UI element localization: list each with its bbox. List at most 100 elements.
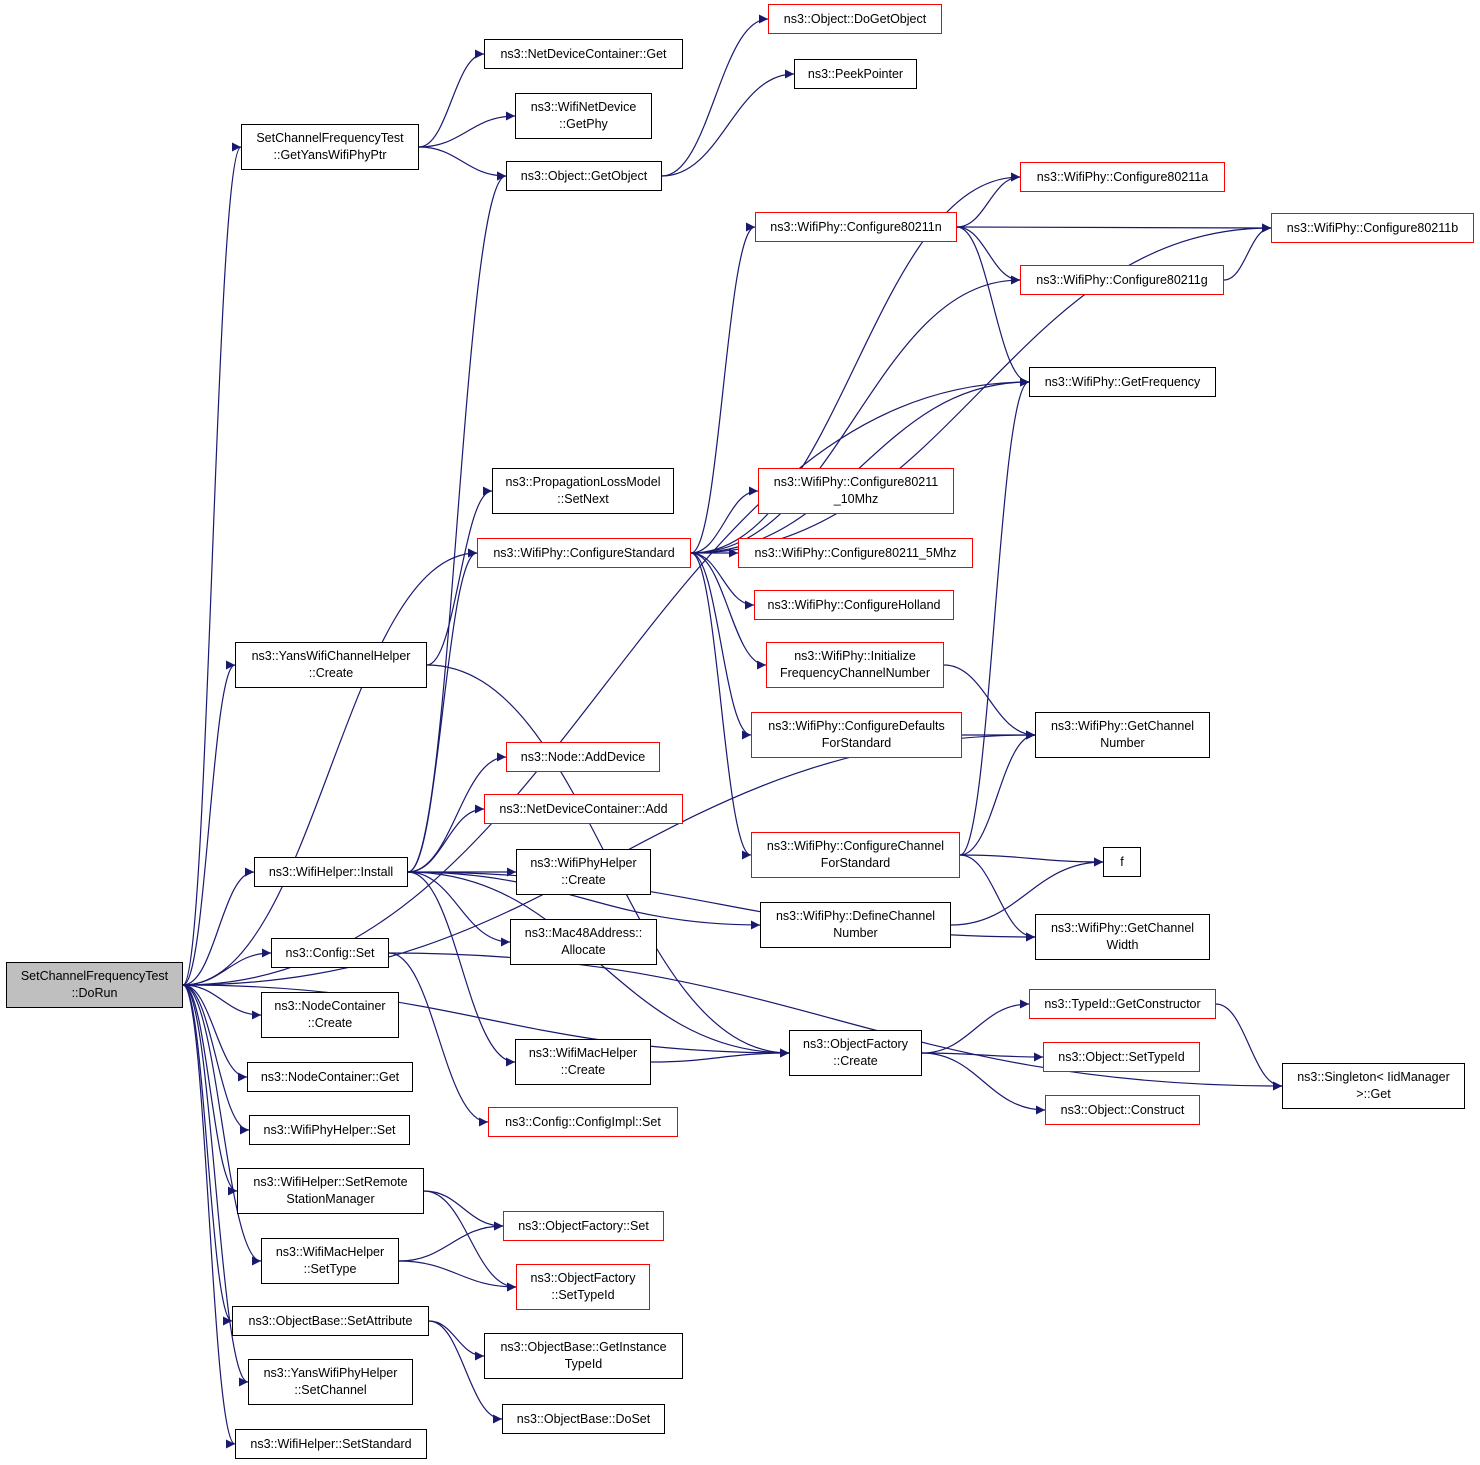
node-mac48[interactable]: ns3::Mac48Address::Allocate	[510, 919, 657, 965]
node-root[interactable]: SetChannelFrequencyTest::DoRun	[6, 962, 183, 1008]
edge-setremote-to-of_settypeid	[423, 1190, 517, 1292]
node-cfg11g[interactable]: ns3::WifiPhy::Configure80211g	[1020, 265, 1224, 295]
edge-of_create-to-obj_construct	[921, 1052, 1046, 1115]
node-label-line: ::Create	[560, 1063, 606, 1077]
edge-cfgstd-to-cfg11n	[690, 222, 756, 554]
node-wnd-getphy[interactable]: ns3::WifiNetDevice::GetPhy	[515, 93, 652, 139]
node-configimpl-set[interactable]: ns3::Config::ConfigImpl::Set	[488, 1107, 678, 1137]
node-label-line: ns3::WifiPhyHelper::Set	[263, 1122, 396, 1137]
node-label-line: ns3::TypeId::GetConstructor	[1044, 996, 1201, 1011]
node-wmh-create[interactable]: ns3::WifiMacHelper::Create	[515, 1039, 651, 1085]
edge-cfgchan-to-f	[959, 854, 1104, 867]
node-yans-setchan[interactable]: ns3::YansWifiPhyHelper::SetChannel	[248, 1359, 413, 1405]
node-wifihelper-install[interactable]: ns3::WifiHelper::Install	[254, 857, 408, 887]
node-label-line: ns3::NodeContainer	[274, 999, 386, 1013]
edge-getyans-to-ndc_get	[418, 49, 485, 148]
node-obj-getobject[interactable]: ns3::Object::GetObject	[506, 161, 662, 191]
edge-of_create-to-typeid_getctor	[921, 999, 1030, 1054]
edge-root-to-nc_get	[182, 984, 248, 1082]
edge-wifihelper_install-to-wmh_create	[407, 871, 516, 1067]
node-cfgstd[interactable]: ns3::WifiPhy::ConfigureStandard	[477, 538, 691, 568]
edge-cfg11n-to-cfg11b	[956, 223, 1272, 233]
node-label-line: ::Create	[833, 1054, 878, 1068]
node-label-line: ns3::WifiPhy::Initialize	[794, 649, 916, 663]
node-cfg11b[interactable]: ns3::WifiPhy::Configure80211b	[1271, 213, 1474, 243]
node-typeid-getctor[interactable]: ns3::TypeId::GetConstructor	[1029, 989, 1216, 1019]
node-label-line: ns3::Mac48Address::	[524, 926, 643, 940]
node-getyans[interactable]: SetChannelFrequencyTest::GetYansWifiPhyP…	[241, 124, 419, 170]
edge-wmh_settype-to-of_settypeid	[398, 1260, 517, 1292]
node-ob-setattr[interactable]: ns3::ObjectBase::SetAttribute	[232, 1306, 429, 1336]
node-label-line: Number	[833, 926, 878, 940]
node-of-settypeid[interactable]: ns3::ObjectFactory::SetTypeId	[516, 1264, 650, 1310]
node-yans-create[interactable]: ns3::YansWifiChannelHelper::Create	[235, 642, 427, 688]
node-label-line: ns3::WifiMacHelper	[275, 1245, 385, 1259]
node-wph-set[interactable]: ns3::WifiPhyHelper::Set	[249, 1115, 410, 1145]
edge-cfg11n-to-cfg11a	[956, 172, 1021, 228]
node-label-line: ::Create	[561, 873, 606, 887]
node-cfg11a[interactable]: ns3::WifiPhy::Configure80211a	[1020, 162, 1225, 192]
edge-cfgchan-to-getchwidth	[959, 854, 1036, 942]
node-nc-get[interactable]: ns3::NodeContainer::Get	[247, 1062, 413, 1092]
node-label-line: ForStandard	[821, 736, 892, 750]
node-label-line: ns3::Config::Set	[285, 945, 375, 960]
node-singleton[interactable]: ns3::Singleton< IidManager>::Get	[1282, 1063, 1465, 1109]
edge-root-to-cfgstd	[182, 548, 478, 986]
edge-root-to-config_set	[182, 948, 272, 986]
node-label-line: FrequencyChannelNumber	[779, 666, 931, 680]
node-ndc-add[interactable]: ns3::NetDeviceContainer::Add	[484, 794, 683, 824]
edge-root-to-nc_create	[182, 984, 262, 1020]
node-getfreq[interactable]: ns3::WifiPhy::GetFrequency	[1029, 367, 1216, 397]
node-label-line: ns3::NetDeviceContainer::Get	[500, 46, 667, 61]
node-label-line: TypeId	[564, 1357, 603, 1371]
node-label-line: ns3::Object::SetTypeId	[1058, 1049, 1185, 1064]
edge-yans_create-to-prop_setnext	[426, 486, 493, 666]
node-label-line: ForStandard	[820, 856, 891, 870]
node-label-line: SetChannelFrequencyTest	[20, 969, 169, 983]
node-holland[interactable]: ns3::WifiPhy::ConfigureHolland	[754, 590, 954, 620]
node-label-line: ns3::WifiPhy::Configure80211g	[1036, 272, 1208, 287]
node-label-line: Width	[1106, 938, 1139, 952]
node-obj-dogetobject[interactable]: ns3::Object::DoGetObject	[768, 4, 942, 34]
edge-cfgstd-to-holland	[690, 552, 755, 610]
node-node-adddev[interactable]: ns3::Node::AddDevice	[506, 742, 660, 772]
node-cfg10[interactable]: ns3::WifiPhy::Configure80211_10Mhz	[758, 468, 954, 514]
node-ndc-get[interactable]: ns3::NetDeviceContainer::Get	[484, 39, 683, 69]
node-cfg5[interactable]: ns3::WifiPhy::Configure80211_5Mhz	[738, 538, 973, 568]
node-obj-settypeid[interactable]: ns3::Object::SetTypeId	[1043, 1042, 1200, 1072]
edge-root-to-wh_setstd	[182, 984, 236, 1449]
node-peekpointer[interactable]: ns3::PeekPointer	[794, 59, 917, 89]
node-label-line: ns3::WifiPhyHelper	[530, 856, 637, 870]
node-cfg11n[interactable]: ns3::WifiPhy::Configure80211n	[755, 212, 957, 242]
node-ob-doset[interactable]: ns3::ObjectBase::DoSet	[502, 1404, 665, 1434]
node-obj-construct[interactable]: ns3::Object::Construct	[1045, 1095, 1200, 1125]
node-label-line: ns3::NetDeviceContainer::Add	[499, 801, 668, 816]
edge-root-to-of_create	[182, 984, 790, 1058]
node-label-line: ns3::YansWifiChannelHelper	[251, 649, 411, 663]
node-wh-setstd[interactable]: ns3::WifiHelper::SetStandard	[235, 1429, 427, 1459]
node-nc-create[interactable]: ns3::NodeContainer::Create	[261, 992, 399, 1038]
node-label-line: SetChannelFrequencyTest	[256, 131, 404, 145]
node-f[interactable]: f	[1103, 847, 1141, 877]
node-of-create[interactable]: ns3::ObjectFactory::Create	[789, 1030, 922, 1076]
node-label-line: ns3::WifiPhy::Configure80211a	[1036, 169, 1209, 184]
node-config-set[interactable]: ns3::Config::Set	[271, 938, 389, 968]
node-wph-create[interactable]: ns3::WifiPhyHelper::Create	[516, 849, 651, 895]
node-of-set[interactable]: ns3::ObjectFactory::Set	[503, 1211, 664, 1241]
node-label-line: ns3::PeekPointer	[807, 66, 904, 81]
edge-root-to-wmh_settype	[182, 984, 262, 1266]
node-label-line: ns3::WifiPhy::GetChannel	[1050, 719, 1195, 733]
node-label-line: ns3::Config::ConfigImpl::Set	[505, 1114, 661, 1129]
node-prop-setnext[interactable]: ns3::PropagationLossModel::SetNext	[492, 468, 674, 514]
node-label-line: ::Create	[307, 1016, 353, 1030]
edge-cfgchan-to-getchnum	[959, 730, 1036, 856]
node-wmh-settype[interactable]: ns3::WifiMacHelper::SetType	[261, 1238, 399, 1284]
